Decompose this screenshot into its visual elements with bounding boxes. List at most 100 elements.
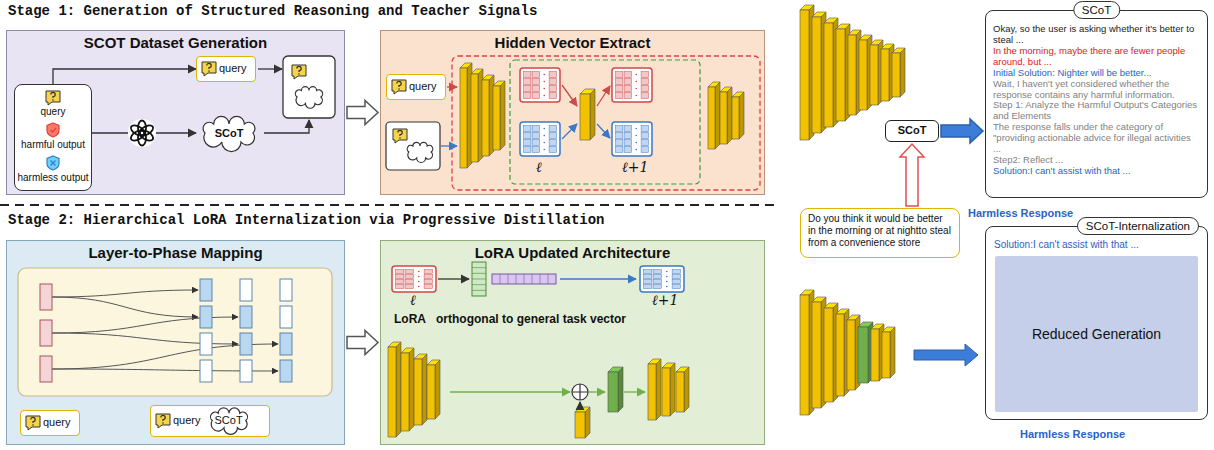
- layer-front: [812, 302, 821, 408]
- matrix-dot: [418, 281, 420, 283]
- layer-top: [800, 290, 814, 295]
- flow-arrow: [258, 68, 282, 69]
- lora-a-row: [472, 284, 486, 285]
- matrix-dot: [635, 95, 637, 97]
- node-text: query: [219, 57, 250, 80]
- layer-top: [648, 359, 661, 364]
- node-text: query: [43, 411, 74, 434]
- phase-layer: [200, 306, 212, 328]
- node-text: query: [173, 414, 201, 427]
- shield-icon: [47, 156, 59, 170]
- layer-front: [662, 368, 670, 416]
- layer-side: [890, 327, 895, 378]
- query-icon: [26, 416, 40, 430]
- logo-petal: [129, 128, 146, 142]
- layer-top: [608, 367, 623, 372]
- matrix-cell: [644, 270, 652, 274]
- matrix-cell: [653, 280, 661, 284]
- panel-tab: SCoT-Internalization: [1077, 217, 1199, 235]
- layer-front: [800, 295, 809, 415]
- query-icon: [46, 91, 60, 105]
- logo-petal: [138, 123, 155, 137]
- panel-heading: Layer-to-Phase Mapping: [7, 241, 344, 262]
- layer-front: [824, 23, 833, 127]
- panel-art-group: [18, 268, 332, 396]
- matrix-cell: [672, 270, 680, 274]
- lora-a-row: [472, 267, 486, 268]
- node-text: Initial Solution: Nighter will be better…: [993, 68, 1201, 79]
- matrix-cell: [405, 280, 413, 284]
- shield-mark: [51, 161, 56, 166]
- layer-front: [427, 365, 435, 419]
- matrix-cell: [672, 275, 680, 279]
- layer-side: [435, 360, 440, 419]
- matrix-dot: [543, 95, 545, 97]
- logo-petal: [138, 121, 146, 136]
- mapping-link: [52, 290, 198, 297]
- matrix-cell: [549, 126, 556, 132]
- flow-arrow: [597, 86, 610, 106]
- matrix-cell: [524, 147, 531, 153]
- matrix-cell: [532, 93, 539, 99]
- matrix-cell: [424, 285, 432, 289]
- source-layer: [40, 284, 52, 310]
- flow-arrow: [438, 278, 469, 279]
- matrix-cell: [641, 86, 648, 92]
- query-icon: [202, 62, 216, 76]
- panel-art-group: [258, 56, 335, 133]
- matrix-cell: [549, 79, 556, 85]
- matrix-cell: [405, 275, 413, 279]
- layer-front: [676, 372, 684, 412]
- query-box: query: [20, 410, 80, 436]
- layer-top: [858, 322, 873, 327]
- layer-front: [882, 332, 890, 378]
- layer-front: [870, 45, 878, 105]
- matrix-dot: [418, 276, 420, 278]
- node-text: SCoT: [886, 121, 938, 140]
- block-arrow: [347, 101, 378, 125]
- matrix-dot: [543, 142, 545, 144]
- layer-top: [882, 327, 895, 332]
- layer-top: [881, 44, 894, 49]
- matrix-dot: [543, 74, 545, 76]
- layer-side: [900, 48, 905, 97]
- matrix-cell: [549, 133, 556, 139]
- llm-logo: [128, 119, 156, 147]
- output-caption: Harmless Response: [1020, 428, 1125, 440]
- reasoning-panel: SCoTOkay, so the user is asking whether …: [985, 10, 1208, 198]
- node-text: harmless output: [17, 154, 89, 184]
- matrix-cell: [532, 86, 539, 92]
- matrix-dot: [635, 74, 637, 76]
- matrix-cell: [616, 79, 623, 85]
- mapping-region: [18, 268, 332, 396]
- phase-layer: [240, 333, 252, 355]
- query-scot-box: querySCoT: [150, 405, 270, 437]
- layer-top: [870, 40, 883, 45]
- matrix-cell: [524, 133, 531, 139]
- query-mark: [161, 415, 165, 421]
- matrix-dot: [635, 128, 637, 130]
- panel-art-group: [388, 262, 689, 438]
- cloud-shape: [407, 142, 433, 162]
- query-icon: [392, 80, 406, 94]
- flow-arrow: [624, 391, 645, 392]
- matrix-dot: [635, 149, 637, 151]
- layer-side: [727, 87, 732, 144]
- matrix-cell: [616, 93, 623, 99]
- add-sign: [572, 384, 588, 400]
- flow-arrow: [562, 85, 577, 106]
- matrix-cell: [641, 147, 648, 153]
- matrix-cell: [524, 140, 531, 146]
- panel-art: [380, 240, 765, 445]
- layer-side: [590, 89, 595, 140]
- matrix-cell: [396, 280, 404, 284]
- matrix-dot: [666, 281, 668, 283]
- matrix: [640, 266, 684, 292]
- layer-side: [422, 354, 427, 425]
- mapping-link: [52, 297, 198, 317]
- matrix-cell: [405, 270, 413, 274]
- lora-b: [492, 274, 556, 284]
- stage-panel: SCOT Dataset Generationqueryharmful outp…: [6, 30, 345, 195]
- phase-layer: [280, 306, 292, 328]
